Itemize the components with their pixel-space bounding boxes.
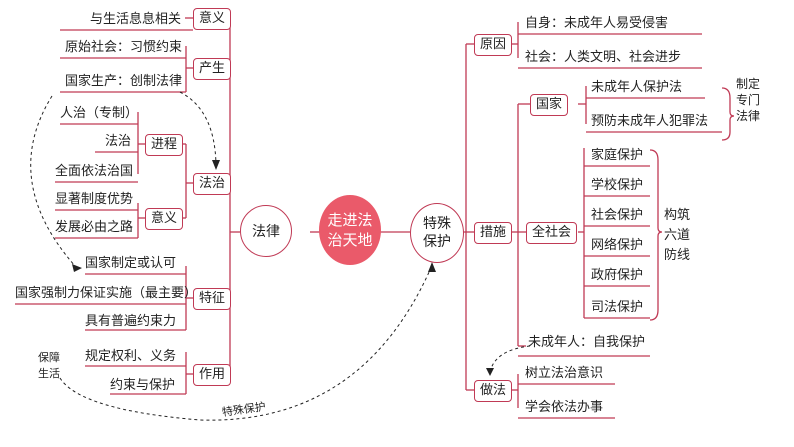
practice-item-2: 学会依法办事 xyxy=(525,400,604,415)
state-box: 国家 xyxy=(530,94,569,116)
process-item-2: 法治 xyxy=(105,134,132,149)
center-topic: 走进法 治天地 xyxy=(319,195,381,265)
meaning-box: 意义 xyxy=(193,8,232,30)
feature-item-2: 国家强制力保证实施（最主要） xyxy=(15,286,198,301)
society-item-5: 政府保护 xyxy=(591,268,644,283)
function-box: 作用 xyxy=(193,364,232,386)
process-item-1: 人治（专制） xyxy=(60,106,139,121)
reason-item-2: 社会：人类文明、社会进步 xyxy=(525,50,682,65)
meaning-text: 与生活息息相关 xyxy=(90,12,182,27)
rule-meaning-item-1: 显著制度优势 xyxy=(55,192,134,207)
reason-item-1: 自身：未成年人易受侵害 xyxy=(525,16,669,31)
rule-meaning-box: 意义 xyxy=(145,208,184,230)
features-box: 特征 xyxy=(193,288,232,310)
society-box: 全社会 xyxy=(526,222,578,244)
origin-item-1: 原始社会：习惯约束 xyxy=(65,40,183,55)
state-item-2: 预防未成年人犯罪法 xyxy=(591,114,709,129)
self-protection-text: 未成年人：自我保护 xyxy=(528,335,646,350)
origin-box: 产生 xyxy=(193,58,232,80)
build-defense-label: 构筑 六道 防线 xyxy=(664,208,691,263)
process-item-3: 全面依法治国 xyxy=(55,164,134,179)
special-protection-hub: 特殊 保护 xyxy=(410,203,464,263)
reason-box: 原因 xyxy=(474,34,513,56)
law-hub: 法律 xyxy=(240,205,292,257)
feature-item-1: 国家制定或认可 xyxy=(85,256,177,271)
feature-item-3: 具有普遍约束力 xyxy=(85,314,177,329)
society-item-4: 网络保护 xyxy=(591,238,644,253)
enact-law-label: 制定 专门 法律 xyxy=(736,77,761,123)
society-item-2: 学校保护 xyxy=(591,178,644,193)
process-box: 进程 xyxy=(145,134,184,156)
function-item-2: 约束与保护 xyxy=(110,378,176,393)
practice-item-1: 树立法治意识 xyxy=(525,366,604,381)
state-item-1: 未成年人保护法 xyxy=(591,80,683,95)
rule-meaning-item-2: 发展必由之路 xyxy=(55,220,134,235)
society-item-6: 司法保护 xyxy=(591,300,644,315)
society-item-3: 社会保护 xyxy=(591,208,644,223)
guarantee-life-label: 保障 生活 xyxy=(38,351,60,380)
function-item-1: 规定权利、义务 xyxy=(85,349,177,364)
society-item-1: 家庭保护 xyxy=(591,148,644,163)
practice-box: 做法 xyxy=(474,380,513,402)
origin-item-2: 国家生产：创制法律 xyxy=(65,74,183,89)
rule-of-law-box: 法治 xyxy=(193,173,232,195)
measures-box: 措施 xyxy=(474,222,513,244)
